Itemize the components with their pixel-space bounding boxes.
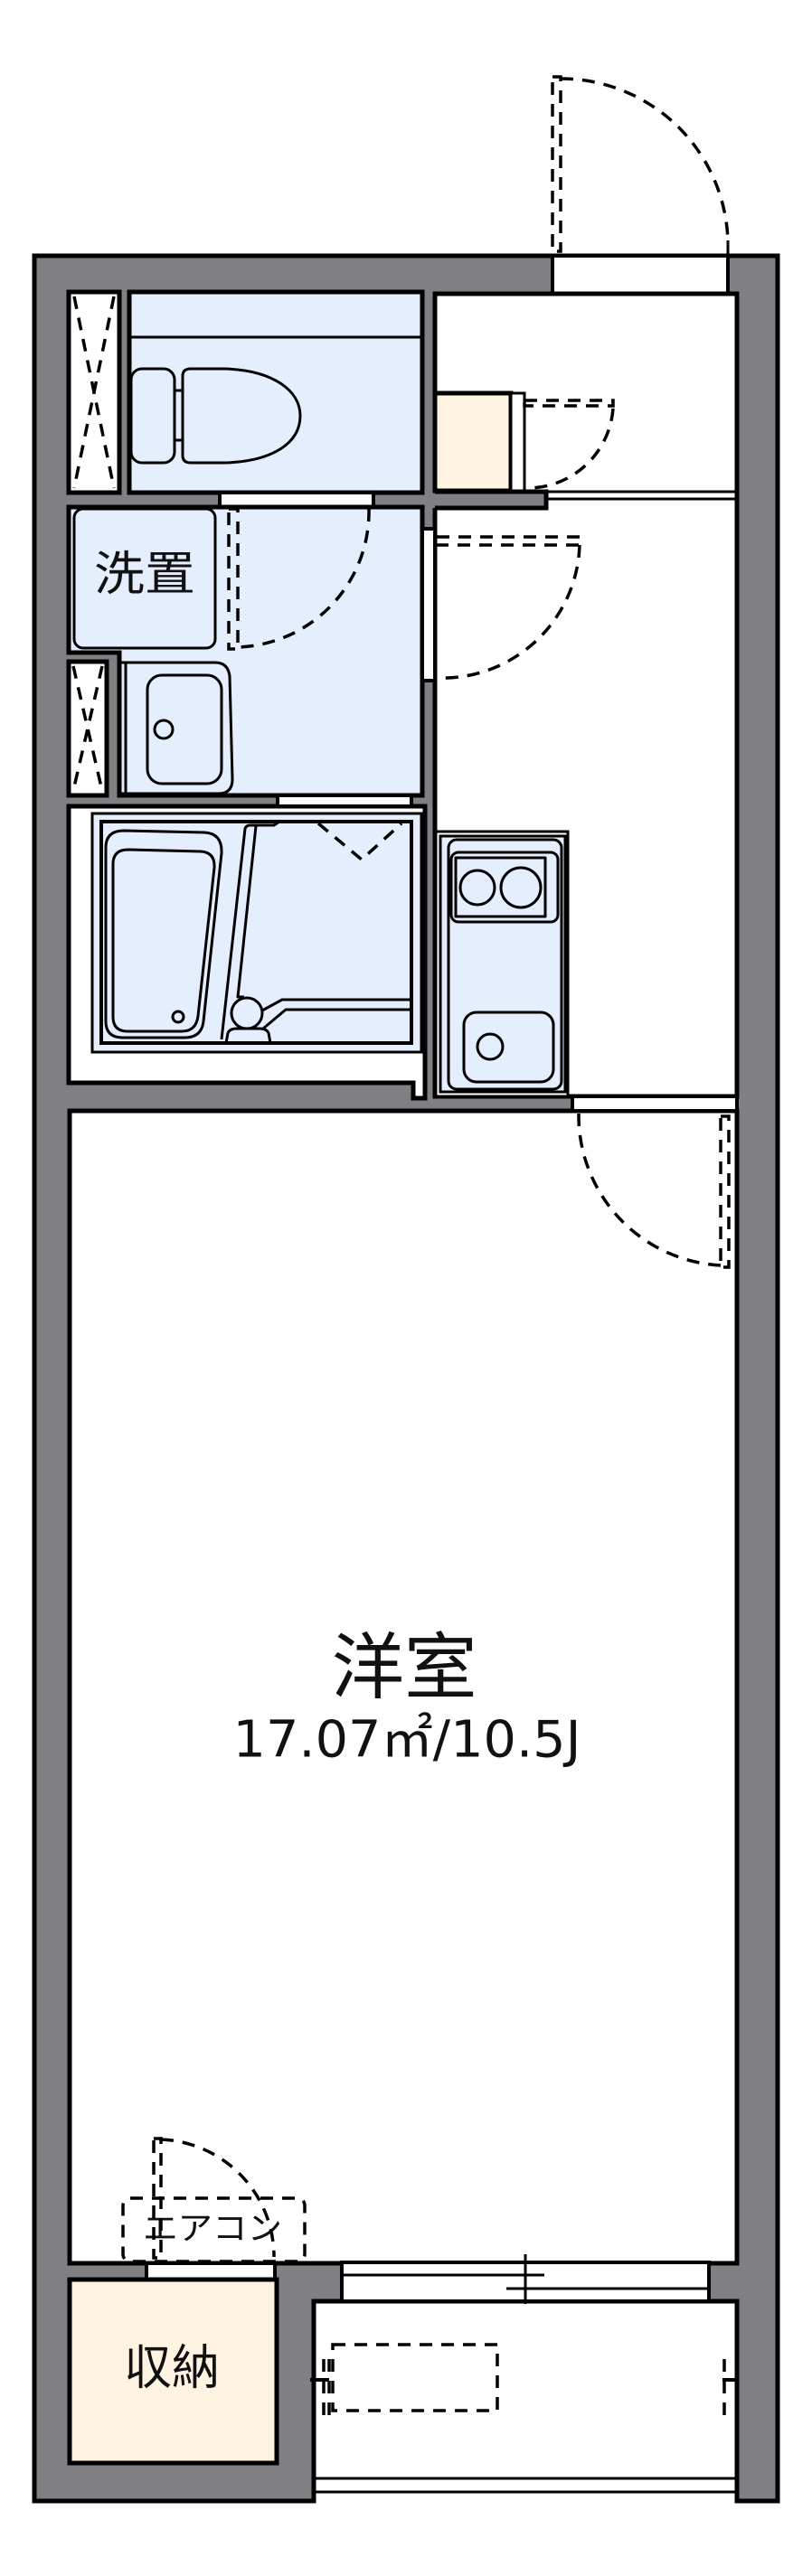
washbasin-drain — [153, 719, 175, 740]
washbasin-counter — [120, 661, 234, 795]
bathtub-basin — [111, 848, 216, 1033]
aircon-outline — [121, 2196, 307, 2263]
washroom-doorway — [420, 527, 437, 682]
window-sash-lines — [342, 2273, 709, 2290]
main-room-label: 洋室 — [332, 1626, 477, 1710]
balcony-railing — [314, 2477, 737, 2494]
aircon-label: エアコン — [143, 2211, 282, 2248]
storage-door-leaf — [152, 2137, 163, 2260]
storage — [67, 2277, 279, 2466]
hall-threshold — [546, 490, 737, 501]
entrance-door-swing — [560, 77, 730, 243]
bathtub-icon — [104, 829, 223, 1039]
toilet-room — [127, 289, 425, 495]
stove-icon — [449, 851, 560, 924]
storage-door-swing — [160, 2138, 276, 2258]
toilet-tank — [129, 367, 176, 465]
toilet-icon — [129, 367, 302, 465]
bath-ventilation-mark — [316, 822, 403, 862]
kitchen-counter-edge — [447, 838, 563, 1091]
pipe-space-mid — [66, 659, 109, 798]
main-room-door-swing — [577, 1113, 722, 1267]
storage-doorway — [145, 2261, 277, 2281]
bath-unit — [90, 812, 423, 1054]
outdoor-unit-space — [331, 2343, 499, 2412]
pipe-space-top-cross — [72, 296, 116, 489]
bath-apron-inner — [236, 825, 258, 999]
washbasin-bowl — [146, 673, 223, 785]
toilet-hinge — [175, 389, 183, 442]
washbasin-icon — [120, 661, 234, 795]
hall-wall-stub — [432, 492, 546, 508]
main-room-area: 17.07㎡/10.5J — [233, 1711, 581, 1770]
storage-label: 収納 — [124, 2341, 220, 2396]
bathroom-doorway — [276, 794, 413, 808]
kitchen-counter — [434, 830, 570, 1098]
toilet-door-swing — [237, 508, 371, 649]
kitchen-sink-basin — [462, 1011, 555, 1084]
shower-faucet-icon — [224, 996, 272, 1044]
washing-machine-space-label: 洗置 — [94, 548, 195, 602]
entrance-door-leaf — [551, 75, 562, 253]
washroom-door-swing — [436, 544, 581, 680]
stove-burner-left — [458, 869, 496, 907]
bath-unit-inner — [99, 820, 413, 1045]
kitchen-doorway — [571, 1095, 739, 1113]
kitchen-sink-icon — [462, 1011, 555, 1084]
shower-faucet-base — [224, 1027, 272, 1044]
main-room-door-leaf — [719, 1114, 731, 1269]
bathtub-drain — [171, 1010, 185, 1024]
washroom-door-leaf — [435, 535, 581, 547]
stove-frame — [449, 851, 560, 924]
balcony-partition-board-left — [310, 2359, 331, 2422]
kitchen-sink-drain — [476, 1032, 505, 1061]
shoe-cabinet-door-frame — [509, 391, 526, 493]
balcony-partition-board-right — [722, 2359, 737, 2422]
bathtub-rim — [104, 829, 223, 1039]
stove-burner-right — [499, 866, 543, 909]
entrance — [551, 75, 730, 296]
stove-plate — [454, 856, 547, 918]
bath-counter-shelf — [261, 998, 411, 1030]
entrance-doorway — [551, 254, 730, 296]
toilet-bowl — [181, 367, 302, 465]
main-room — [67, 1108, 740, 2266]
washing-machine-space — [72, 507, 217, 650]
partition-board-left-dash — [322, 2359, 331, 2422]
bath-apron-outer — [220, 820, 280, 1040]
shoe-cabinet-door-leaf — [523, 399, 615, 408]
balcony — [316, 2304, 734, 2476]
toilet-door-leaf — [227, 507, 240, 651]
shoe-cabinet-door-swing — [526, 408, 615, 490]
shoe-cabinet — [432, 390, 514, 494]
